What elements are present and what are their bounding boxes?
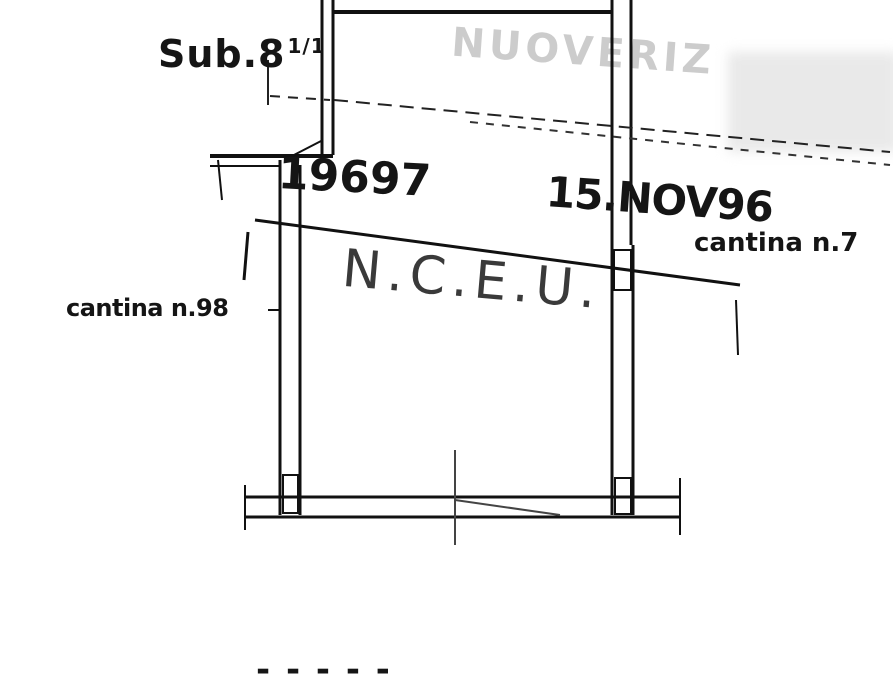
footer-text: - - - - - xyxy=(256,650,392,690)
cantina-right-label: cantina n.7 xyxy=(694,228,859,258)
scan-smudge xyxy=(728,52,893,152)
floor-plan-drawing xyxy=(210,0,891,545)
stamp-number: 19697 xyxy=(276,148,433,207)
cantina-left-label: cantina n.98 xyxy=(66,294,229,322)
